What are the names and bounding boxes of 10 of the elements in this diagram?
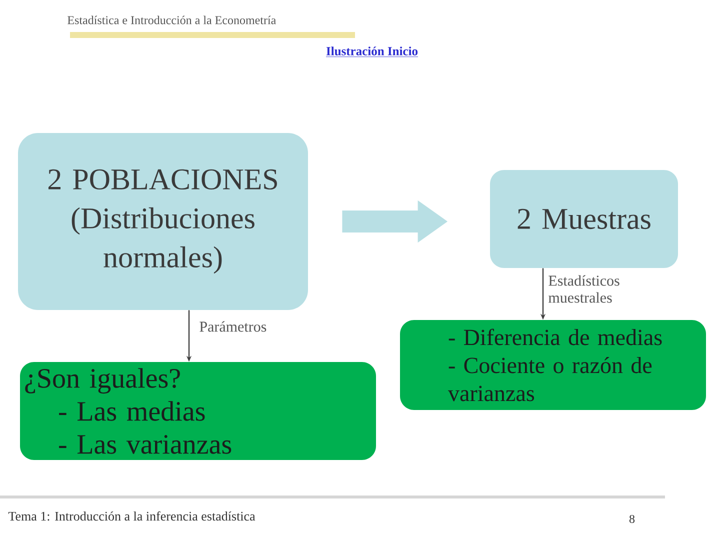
edge-label: Estadísticos muestrales [548, 275, 620, 303]
edge-label: Parámetros [200, 321, 266, 332]
rounded-box: - Diferencia de medias - Cociente o razón de varianzas [400, 320, 706, 410]
rounded-box: ¿Son iguales? - Las medias - Las varianzas [20, 362, 376, 460]
text: Tema 1: Introducción a la inferencia estadística [8, 511, 256, 521]
rounded-box: 2 POBLACIONES (Distribuciones normales) [18, 133, 308, 310]
link: Ilustración Inicio [326, 46, 418, 58]
text: 8 [629, 514, 635, 524]
text: Estadística e Introducción a la Econometría [68, 16, 276, 24]
rounded-box: 2 Muestras [490, 170, 678, 268]
